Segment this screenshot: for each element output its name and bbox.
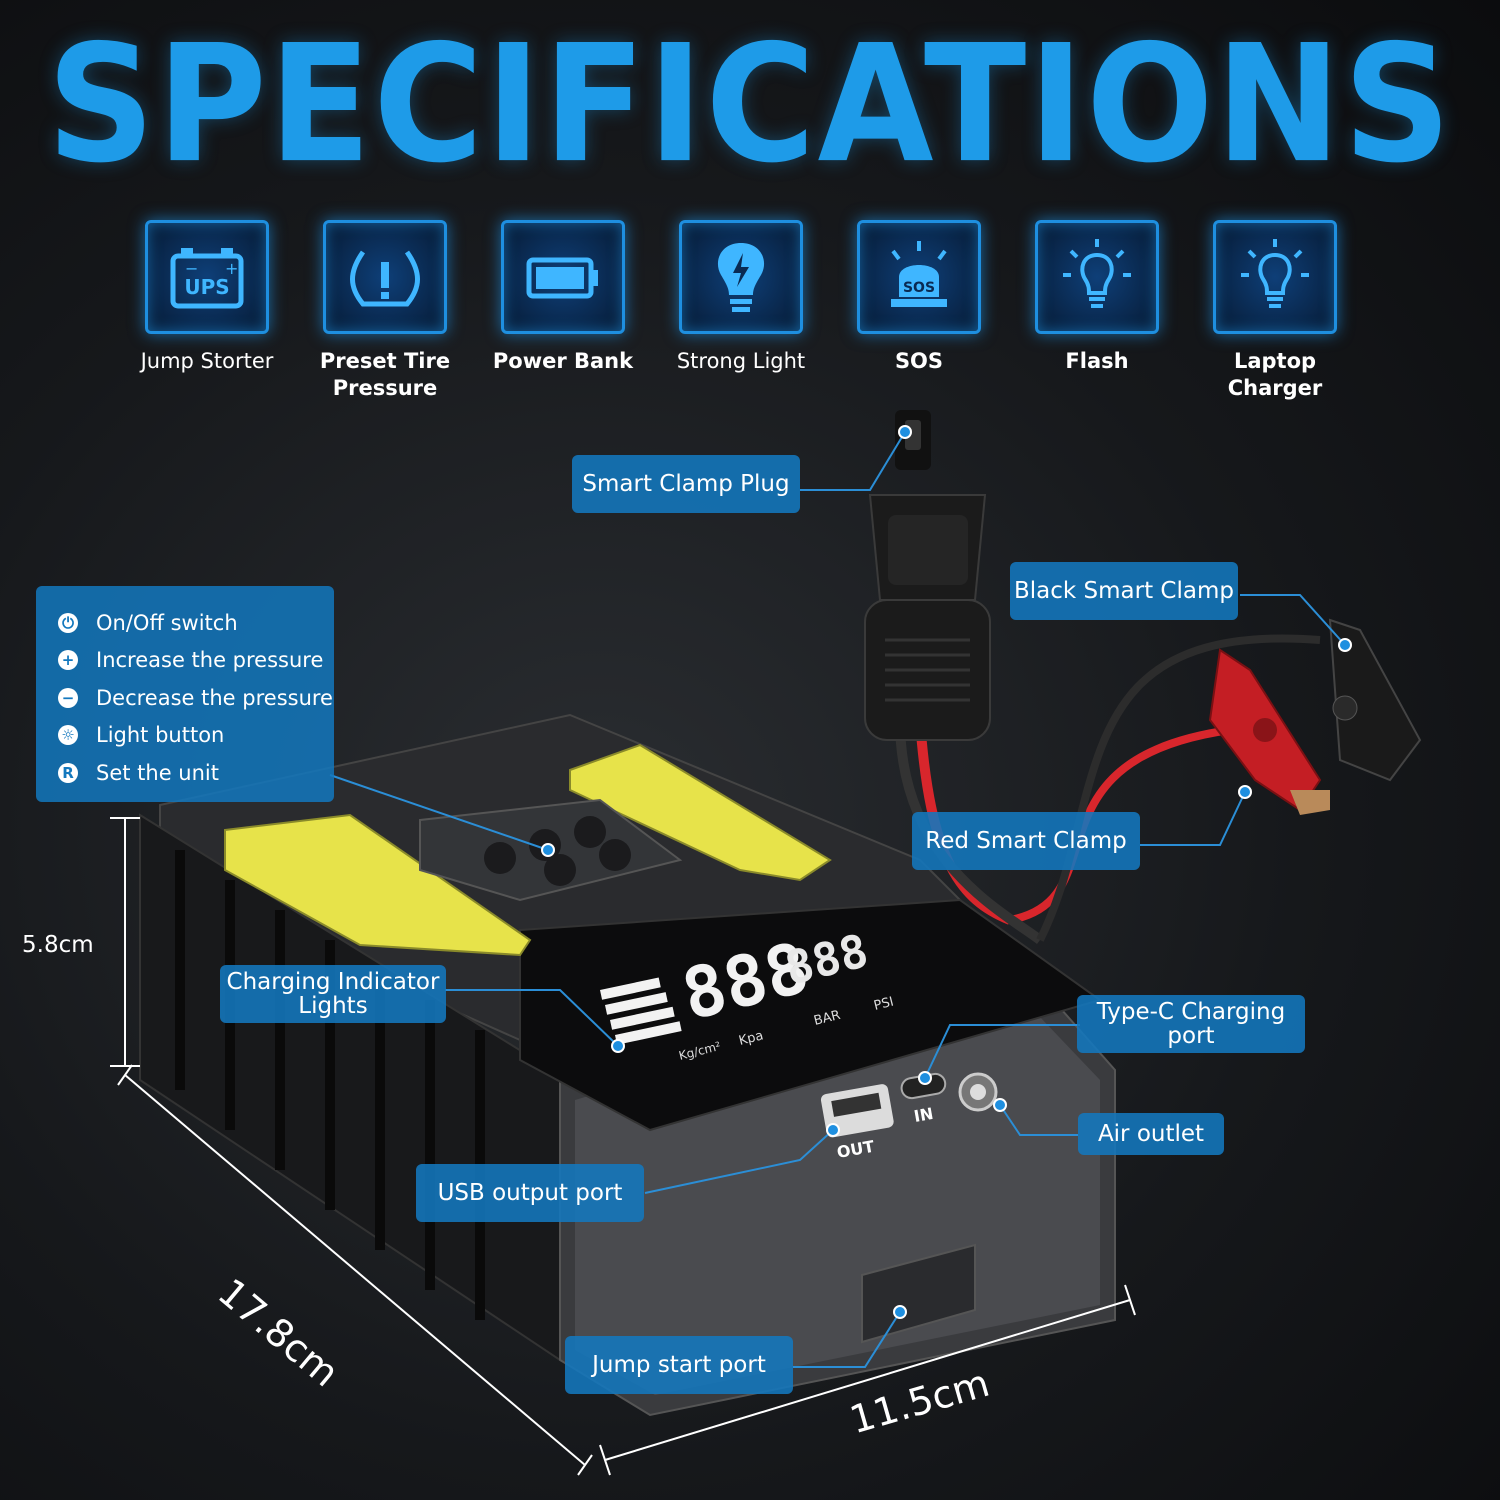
unit-psi: PSI bbox=[872, 995, 895, 1014]
legend-label: Light button bbox=[96, 723, 225, 748]
black-cable bbox=[895, 719, 1043, 945]
callout-usb-output: USB output port bbox=[416, 1164, 644, 1222]
minus-icon: − bbox=[58, 687, 78, 708]
feature-label: Strong Light bbox=[676, 349, 806, 373]
svg-text:+: + bbox=[225, 259, 238, 278]
black-clamp bbox=[1328, 618, 1422, 782]
feature-label: Preset Tire Pressure bbox=[319, 349, 451, 400]
sos-siren-icon: SOS bbox=[857, 220, 981, 334]
feature-6: Laptop Charger bbox=[1185, 220, 1365, 402]
legend-item: R Set the unit bbox=[58, 754, 334, 792]
button-legend: ⏻On/Off switch+Increase the pressure−Dec… bbox=[36, 586, 334, 802]
jump-start-port bbox=[861, 1243, 976, 1344]
unit-icon: R bbox=[58, 762, 78, 783]
svg-text:UPS: UPS bbox=[184, 275, 229, 299]
right-lamp bbox=[569, 743, 832, 882]
feature-1: Preset Tire Pressure bbox=[295, 220, 475, 402]
legend-item: + Increase the pressure bbox=[58, 642, 334, 680]
laptop-bulb-icon bbox=[1213, 220, 1337, 334]
feature-label: Jump Storter bbox=[140, 349, 274, 373]
typec-in-label: IN bbox=[912, 1104, 934, 1126]
feature-label: SOS bbox=[894, 349, 944, 373]
light-icon: ☼ bbox=[58, 725, 78, 746]
feature-4: SOS SOS bbox=[829, 220, 1009, 375]
feature-5: Flash bbox=[1007, 220, 1187, 375]
tire-pressure-icon bbox=[323, 220, 447, 334]
callout-red-smart-clamp: Red Smart Clamp bbox=[912, 812, 1140, 870]
plus-icon: + bbox=[58, 650, 78, 671]
legend-item: ⏻ On/Off switch bbox=[58, 604, 334, 642]
power-icon: ⏻ bbox=[58, 612, 78, 633]
feature-0: UPS− + Jump Storter bbox=[117, 220, 297, 375]
unit-bar: BAR bbox=[812, 1008, 842, 1029]
dimension-lines bbox=[110, 817, 1136, 1476]
feature-2: Power Bank bbox=[473, 220, 653, 375]
feature-label: Laptop Charger bbox=[1227, 349, 1323, 400]
legend-label: Increase the pressure bbox=[96, 648, 324, 673]
callout-air-outlet: Air outlet bbox=[1078, 1113, 1224, 1155]
unit-kpa: Kpa bbox=[737, 1028, 765, 1049]
battery-icon bbox=[501, 220, 625, 334]
callout-type-c-port: Type-C Charging port bbox=[1077, 995, 1305, 1053]
legend-item: −Decrease the pressure bbox=[58, 679, 334, 717]
lcd-display bbox=[519, 898, 1103, 1132]
svg-text:SOS: SOS bbox=[903, 280, 935, 296]
callout-black-smart-clamp: Black Smart Clamp bbox=[1010, 562, 1238, 620]
flash-bulb-icon bbox=[1035, 220, 1159, 334]
car-battery-ups-icon: UPS− + bbox=[145, 220, 269, 334]
legend-item: ☼ Light button bbox=[58, 717, 334, 755]
callout-jump-start-port: Jump start port bbox=[565, 1336, 793, 1394]
leader-lines bbox=[329, 431, 1346, 1368]
callout-charging-indicator: Charging Indicator Lights bbox=[220, 965, 446, 1023]
legend-label: On/Off switch bbox=[96, 610, 238, 635]
legend-label: Decrease the pressure bbox=[96, 685, 333, 710]
left-lamp bbox=[224, 813, 532, 957]
svg-text:−: − bbox=[185, 259, 198, 278]
feature-label: Flash bbox=[1065, 349, 1129, 373]
feature-3: Strong Light bbox=[651, 220, 831, 375]
feature-label: Power Bank bbox=[492, 349, 634, 373]
lightbulb-bolt-icon bbox=[679, 220, 803, 334]
callout-smart-clamp-plug: Smart Clamp Plug bbox=[572, 455, 800, 513]
legend-label: Set the unit bbox=[96, 760, 219, 785]
page-title: SPECIFICATIONS bbox=[46, 11, 1454, 199]
dimension-height: 5.8cm bbox=[22, 932, 94, 958]
